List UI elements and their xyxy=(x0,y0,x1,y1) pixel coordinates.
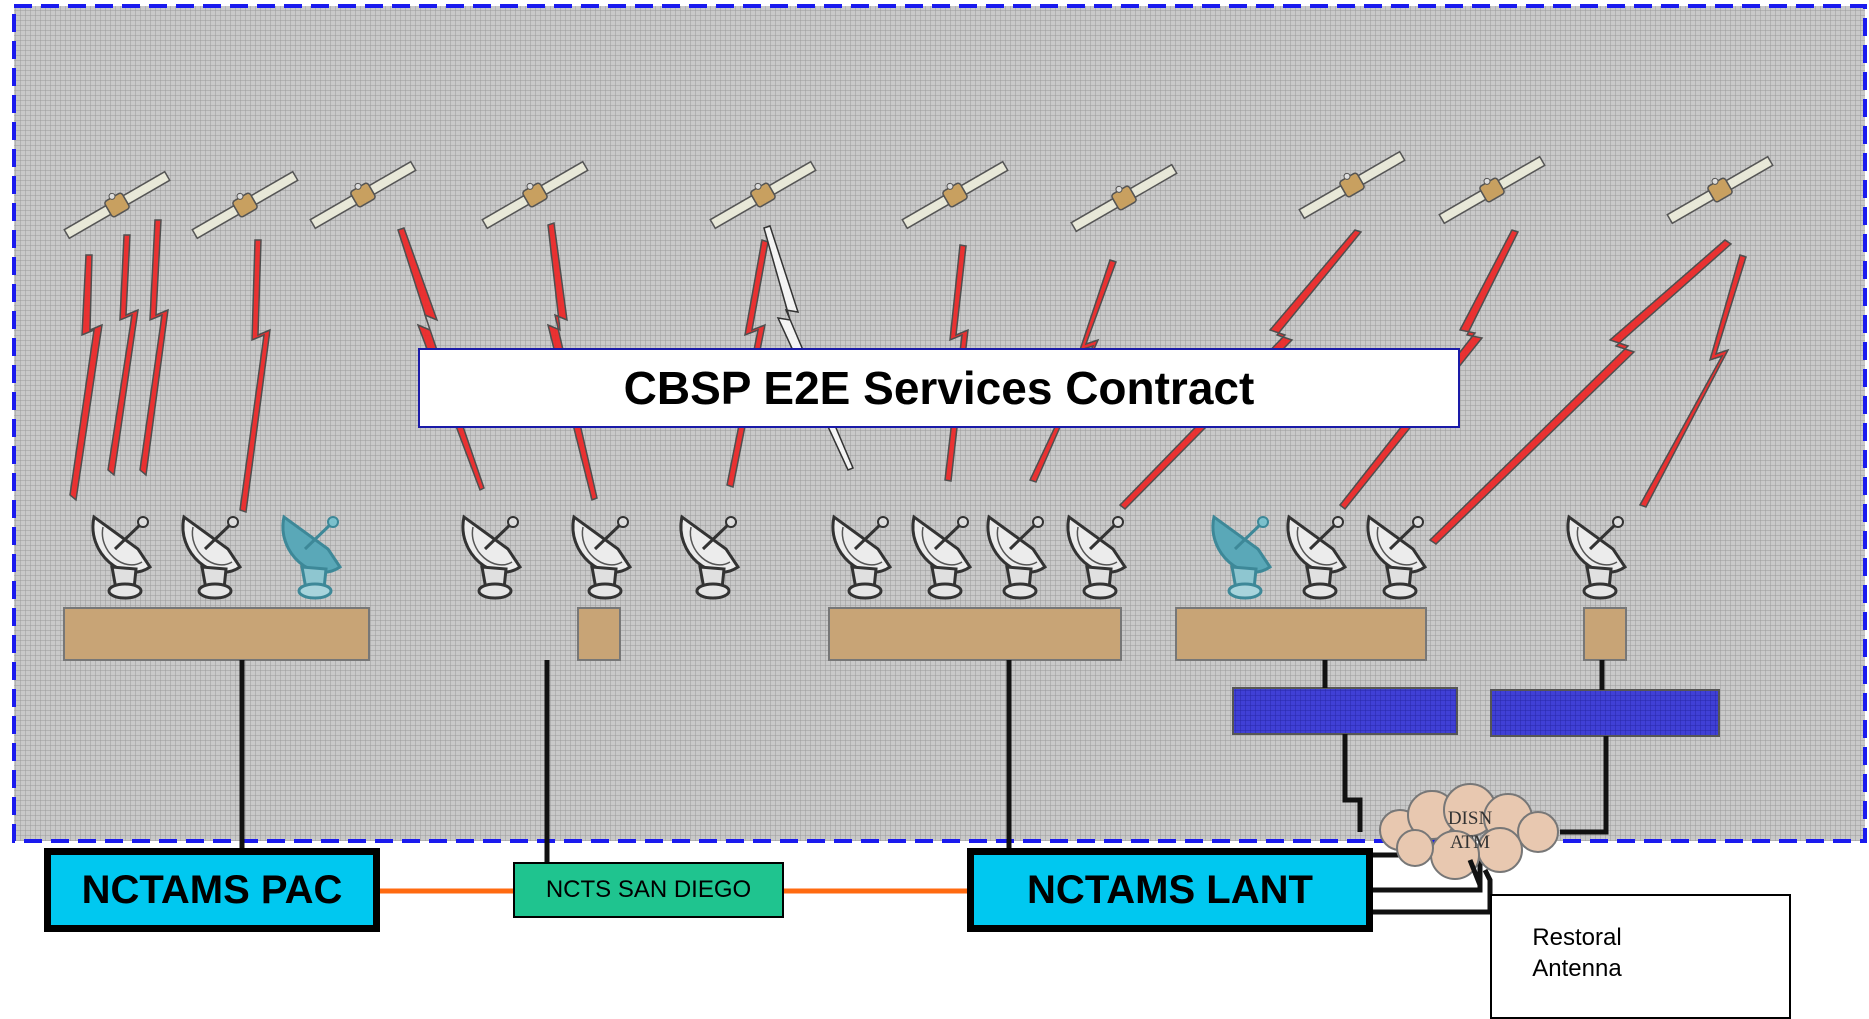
lightning-link-icon xyxy=(139,219,169,477)
cloud-icon xyxy=(1379,783,1559,880)
lightning-link-icon xyxy=(107,234,139,477)
facilities xyxy=(63,607,1627,661)
lightning-links xyxy=(69,219,1747,545)
lightning-link-icon xyxy=(1428,239,1733,545)
lightning-link-icon xyxy=(763,225,854,471)
lightning-link-icon xyxy=(397,227,485,492)
modem-2 xyxy=(1490,689,1720,737)
lightning-link-icon xyxy=(1118,229,1363,511)
cloud-label-disn: DISN xyxy=(1447,808,1493,829)
contract-title: CBSP E2E Services Contract xyxy=(418,348,1460,428)
modem-1 xyxy=(1232,687,1458,735)
lightning-link-icon xyxy=(69,254,103,502)
restoral-antenna-box: Restoral Antenna xyxy=(1490,894,1791,1019)
facility-sd xyxy=(577,607,621,661)
modems xyxy=(1232,687,1720,737)
lightning-link-icon xyxy=(1638,254,1747,508)
lightning-link-icon xyxy=(546,222,598,502)
facility-east-1 xyxy=(1175,607,1427,661)
facility-lant xyxy=(828,607,1122,661)
nctams-pac-node: NCTAMS PAC xyxy=(44,848,380,932)
ncts-san-diego-node: NCTS SAN DIEGO xyxy=(513,862,784,918)
lightning-link-icon xyxy=(1338,229,1520,511)
facility-pac xyxy=(63,607,370,661)
nctams-lant-node: NCTAMS LANT xyxy=(967,848,1373,932)
cloud-label-atm: ATM xyxy=(1449,832,1491,853)
lightning-link-icon xyxy=(239,239,271,513)
lightning-link-icon xyxy=(726,239,769,488)
facility-east-2 xyxy=(1583,607,1627,661)
restoral-antenna-label: Restoral Antenna xyxy=(1532,924,1622,982)
